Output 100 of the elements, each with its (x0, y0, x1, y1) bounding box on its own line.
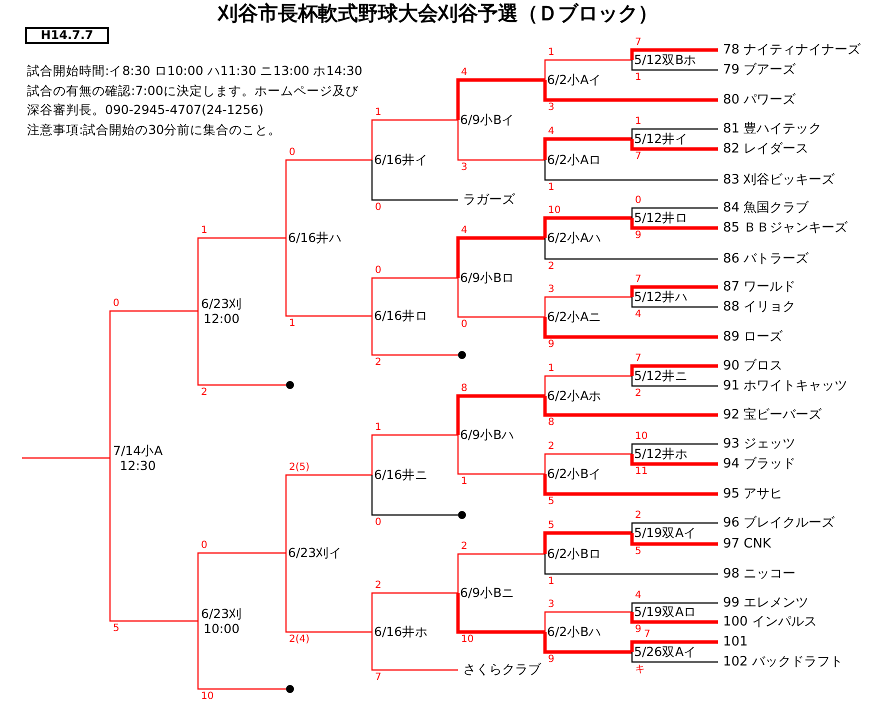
score-label: キ (634, 664, 646, 674)
team-label: 88 イリョク (718, 300, 796, 314)
score-label: 2 (547, 262, 556, 272)
bracket-line (456, 593, 545, 634)
score-label: 4 (460, 68, 468, 78)
line-end-dot-icon (286, 381, 294, 389)
bracket-line (631, 376, 718, 387)
team-label: 86 バトラーズ (718, 252, 809, 266)
team-label: 99 エレメンツ (718, 596, 809, 610)
score-label: 3 (547, 284, 556, 294)
bracket-line (544, 59, 632, 80)
line-end-dot-icon (458, 351, 466, 359)
bracket-line (543, 396, 718, 417)
bracket-line (544, 554, 718, 575)
bracket-line (544, 160, 718, 181)
team-label: 96 ブレイクルーズ (718, 516, 835, 530)
match-label: 6/2小Aニ (545, 310, 602, 324)
bracket-line (371, 316, 458, 356)
score-label: 2 (634, 388, 642, 398)
score-label: 2 (200, 388, 208, 398)
bracket-line (630, 640, 718, 652)
score-label: 0 (112, 298, 120, 308)
score-label: 4 (634, 590, 642, 600)
match-label: 6/23刈イ (286, 546, 342, 560)
bracket-line (197, 552, 286, 621)
bracket-line (543, 474, 718, 496)
match-label: 6/16井ホ (372, 625, 428, 639)
bracket-line (630, 139, 718, 151)
match-label: 7/14小A 12:30 (110, 443, 163, 473)
score-label: 1 (547, 576, 556, 586)
date-tag: H14.7.7 (25, 27, 109, 44)
bracket-line (457, 278, 545, 318)
team-label: 95 アサヒ (718, 486, 783, 502)
score-label: 3 (547, 102, 556, 112)
match-label: 6/2小Aイ (545, 73, 602, 87)
bracket-line (543, 216, 632, 238)
match-label: 6/9小Bニ (458, 586, 515, 600)
bracket-line (456, 78, 545, 120)
bracket-line (630, 218, 718, 230)
bracket-line (456, 236, 545, 278)
bracket-line (109, 458, 198, 622)
diagram-title: 刈谷市長杯軟式野球大会刈谷予選（Ｄブロック） (218, 1, 658, 25)
score-label: 1 (547, 364, 556, 374)
bracket-line (371, 277, 458, 316)
score-label: 10 (460, 634, 475, 644)
bracket-line (631, 602, 718, 612)
score-label: 7 (634, 38, 642, 48)
bracket-line (543, 632, 632, 654)
score-label: 5 (634, 546, 642, 556)
score-label: 0 (374, 518, 382, 528)
score-label: 8 (460, 384, 468, 394)
match-label: 6/23刈 10:00 (198, 606, 242, 636)
bracket-line (631, 522, 718, 533)
score-label: 0 (374, 266, 382, 276)
score-label: 0 (200, 540, 208, 550)
score-label: 7 (634, 354, 642, 364)
team-label: 85 ＢＢジャンキーズ (718, 220, 848, 236)
score-label: 1 (634, 116, 642, 126)
score-label: 5 (112, 624, 120, 634)
match-label: 6/9小Bイ (458, 113, 515, 127)
score-label: 5 (547, 520, 556, 530)
team-label: 82 レイダース (718, 142, 809, 156)
team-label: 80 パワーズ (718, 92, 796, 108)
match-label: 5/12井ホ (632, 447, 688, 461)
bracket-line (631, 60, 718, 71)
bracket-line (197, 621, 286, 690)
score-label: 2 (460, 542, 468, 552)
bracket-line (285, 238, 372, 317)
team-label: 84 魚国クラブ (718, 200, 809, 216)
match-label: 5/12双Bホ (632, 53, 697, 67)
team-label: 92 宝ビーバーズ (718, 408, 822, 422)
score-label: 3 (460, 162, 468, 172)
bracket-line (457, 435, 545, 475)
score-label: 4 (460, 226, 468, 236)
match-label: 5/26双Aイ (632, 645, 697, 659)
bracket-line (630, 364, 718, 376)
match-label: 6/16井ハ (286, 231, 342, 245)
match-label: 5/19双Aロ (632, 605, 697, 619)
score-label: 8 (547, 418, 556, 428)
score-label: 7 (374, 672, 382, 682)
match-label: 6/2小Aハ (545, 231, 602, 245)
match-label: 5/19双Aイ (632, 526, 697, 540)
team-label: 93 ジェッツ (718, 436, 796, 452)
team-label: 79 ブアーズ (718, 62, 796, 78)
match-label: 6/16井ロ (372, 309, 428, 323)
team-label: 101 (718, 634, 748, 650)
bracket-line (285, 159, 372, 238)
bracket-line (543, 80, 718, 102)
score-label: 9 (547, 340, 556, 350)
bracket-line (371, 632, 458, 671)
team-label: 102 バックドラフト (718, 654, 843, 670)
team-label: 87 ワールド (718, 280, 796, 294)
bracket-line (631, 297, 718, 308)
score-label: 2 (634, 510, 642, 520)
note-text: 試合開始時間:イ8:30 ロ10:00 ハ11:30 ニ13:00 ホ14:30 (27, 62, 362, 80)
match-label: 6/16井イ (372, 153, 428, 167)
score-label: 11 (634, 466, 649, 476)
score-label: 1 (547, 182, 556, 192)
score-label: 7 (634, 274, 642, 284)
score-label: 0 (288, 148, 296, 158)
